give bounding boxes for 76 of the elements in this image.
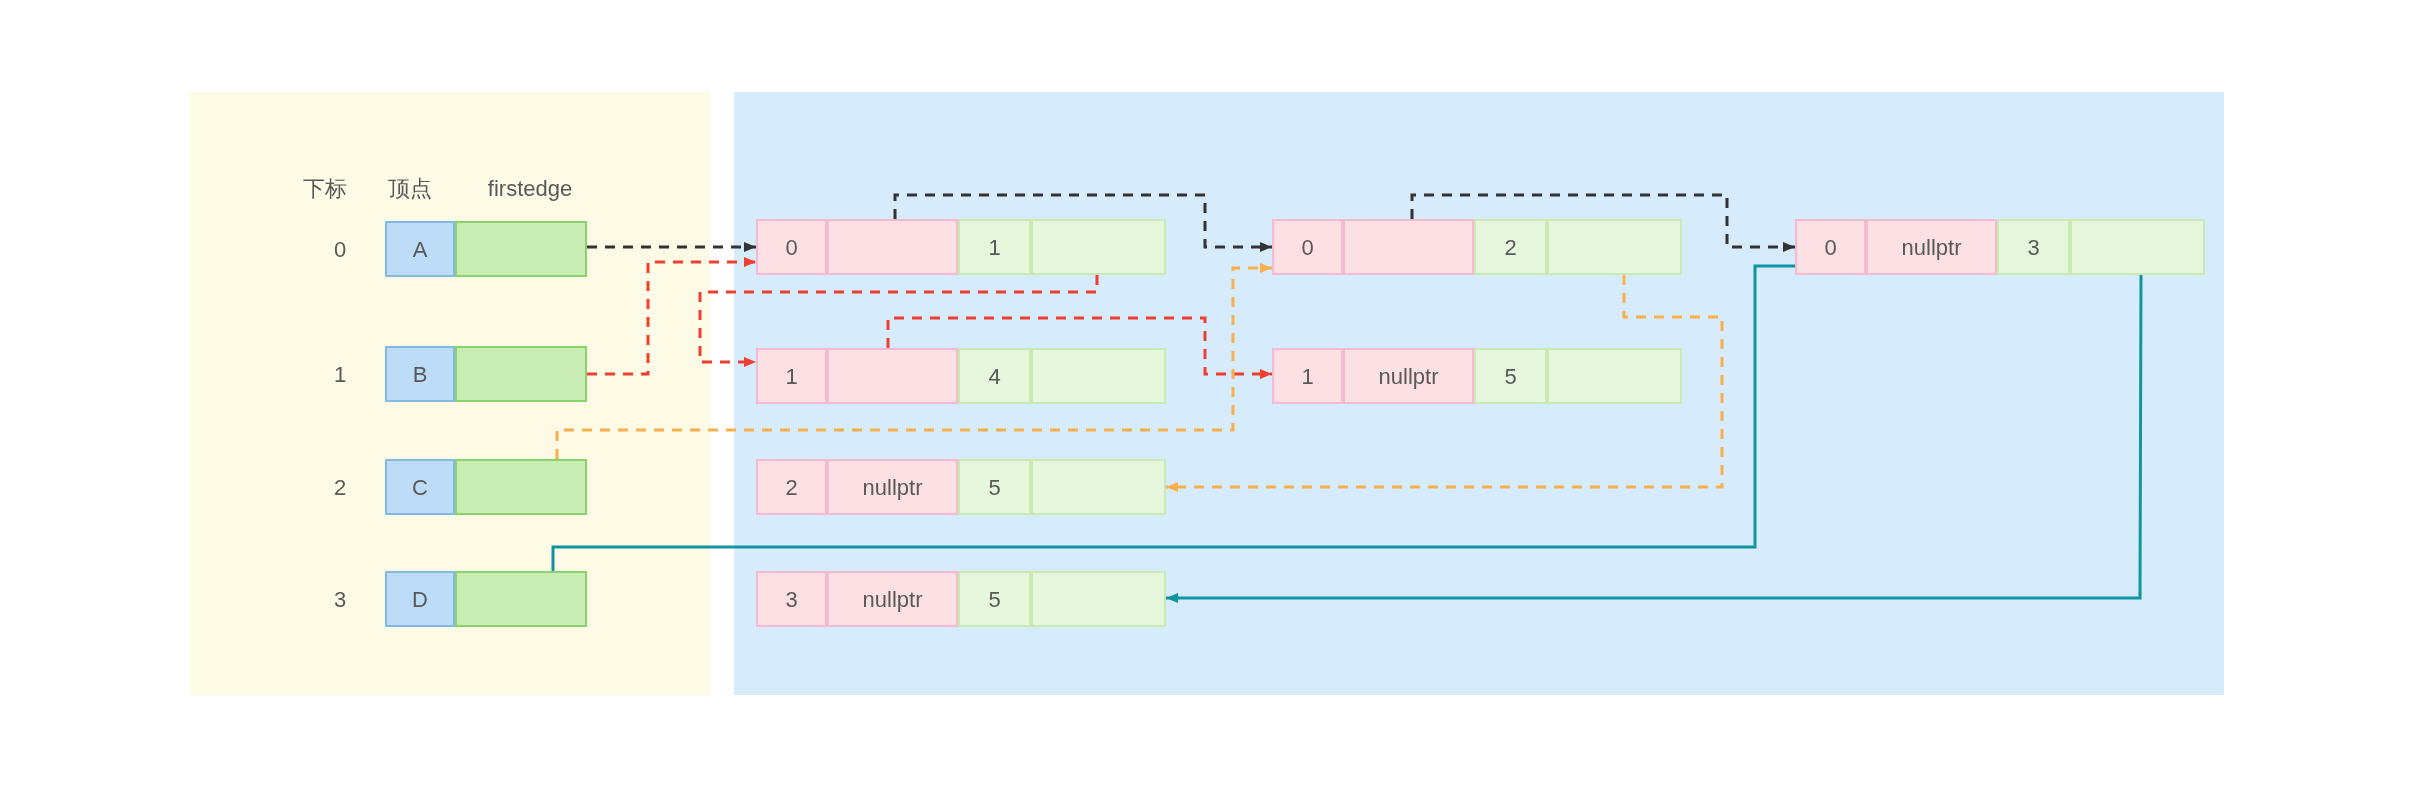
arrow <box>1166 275 2143 603</box>
cell-text: C <box>412 473 428 502</box>
cell-text: 5 <box>988 473 1001 502</box>
panel-background <box>190 92 710 695</box>
cell-text: 1 <box>1301 362 1314 391</box>
edge-node-cell <box>756 571 827 627</box>
cell-text: 2 <box>1504 233 1517 262</box>
edge-node-cell <box>1031 571 1166 627</box>
edge-node-cell <box>958 571 1031 627</box>
panel-background <box>734 92 2224 695</box>
edge-node-cell <box>827 348 958 404</box>
vertex-cell <box>385 571 455 627</box>
arrow <box>893 193 1272 252</box>
edge-node-cell <box>1031 459 1166 515</box>
edge-node-cell <box>1547 348 1682 404</box>
edge-node-cell <box>756 219 827 275</box>
cell-text: 2 <box>785 473 798 502</box>
index-label: 1 <box>333 360 347 389</box>
vertex-cell <box>385 221 455 277</box>
edge-node-cell <box>1997 219 2070 275</box>
edge-node-cell <box>1795 219 1866 275</box>
arrow <box>1166 275 1724 492</box>
cell-text: 0 <box>1824 233 1837 262</box>
index-label: 3 <box>333 585 347 614</box>
edge-node-cell <box>1866 219 1997 275</box>
edge-node-cell <box>1272 348 1343 404</box>
cell-text: 0 <box>785 233 798 262</box>
cell-text: D <box>412 585 428 614</box>
edge-node-cell <box>1343 219 1474 275</box>
edge-node-cell <box>1343 348 1474 404</box>
column-header: firstedge <box>487 174 573 203</box>
cell-text: nullptr <box>862 585 923 614</box>
cell-text: 5 <box>1504 362 1517 391</box>
edge-node-cell <box>958 459 1031 515</box>
edge-node-cell <box>958 348 1031 404</box>
column-header: 顶点 <box>388 174 432 203</box>
cell-text: 0 <box>1301 233 1314 262</box>
edge-node-cell <box>1474 219 1547 275</box>
index-label: 0 <box>333 235 347 264</box>
cell-text: nullptr <box>1378 362 1439 391</box>
cell-text: 3 <box>785 585 798 614</box>
cell-text: A <box>412 235 428 264</box>
pointer-cell <box>455 346 587 402</box>
cell-text: 5 <box>988 585 1001 614</box>
arrow <box>587 242 756 252</box>
pointer-cell <box>455 221 587 277</box>
pointer-cell <box>455 571 587 627</box>
edge-node-cell <box>1031 219 1166 275</box>
arrow <box>1410 193 1795 252</box>
edge-node-cell <box>2070 219 2205 275</box>
arrow <box>555 263 1272 459</box>
edge-node-cell <box>756 348 827 404</box>
edge-node-cell <box>827 219 958 275</box>
column-header: 下标 <box>303 174 347 203</box>
cell-text: nullptr <box>1901 233 1962 262</box>
edge-node-cell <box>1272 219 1343 275</box>
edge-node-cell <box>958 219 1031 275</box>
arrow <box>587 257 756 376</box>
edge-node-cell <box>1031 348 1166 404</box>
arrow <box>886 316 1272 379</box>
vertex-cell <box>385 346 455 402</box>
cell-text: 4 <box>988 362 1001 391</box>
edge-node-cell <box>827 459 958 515</box>
cell-text: 1 <box>785 362 798 391</box>
index-label: 2 <box>333 473 347 502</box>
cell-text: nullptr <box>862 473 923 502</box>
cell-text: 3 <box>2027 233 2040 262</box>
cell-text: B <box>412 360 428 389</box>
edge-node-cell <box>1547 219 1682 275</box>
edge-node-cell <box>1474 348 1547 404</box>
arrow <box>698 275 1099 367</box>
edge-node-cell <box>756 459 827 515</box>
cell-text: 1 <box>988 233 1001 262</box>
vertex-cell <box>385 459 455 515</box>
pointer-cell <box>455 459 587 515</box>
edge-node-cell <box>827 571 958 627</box>
